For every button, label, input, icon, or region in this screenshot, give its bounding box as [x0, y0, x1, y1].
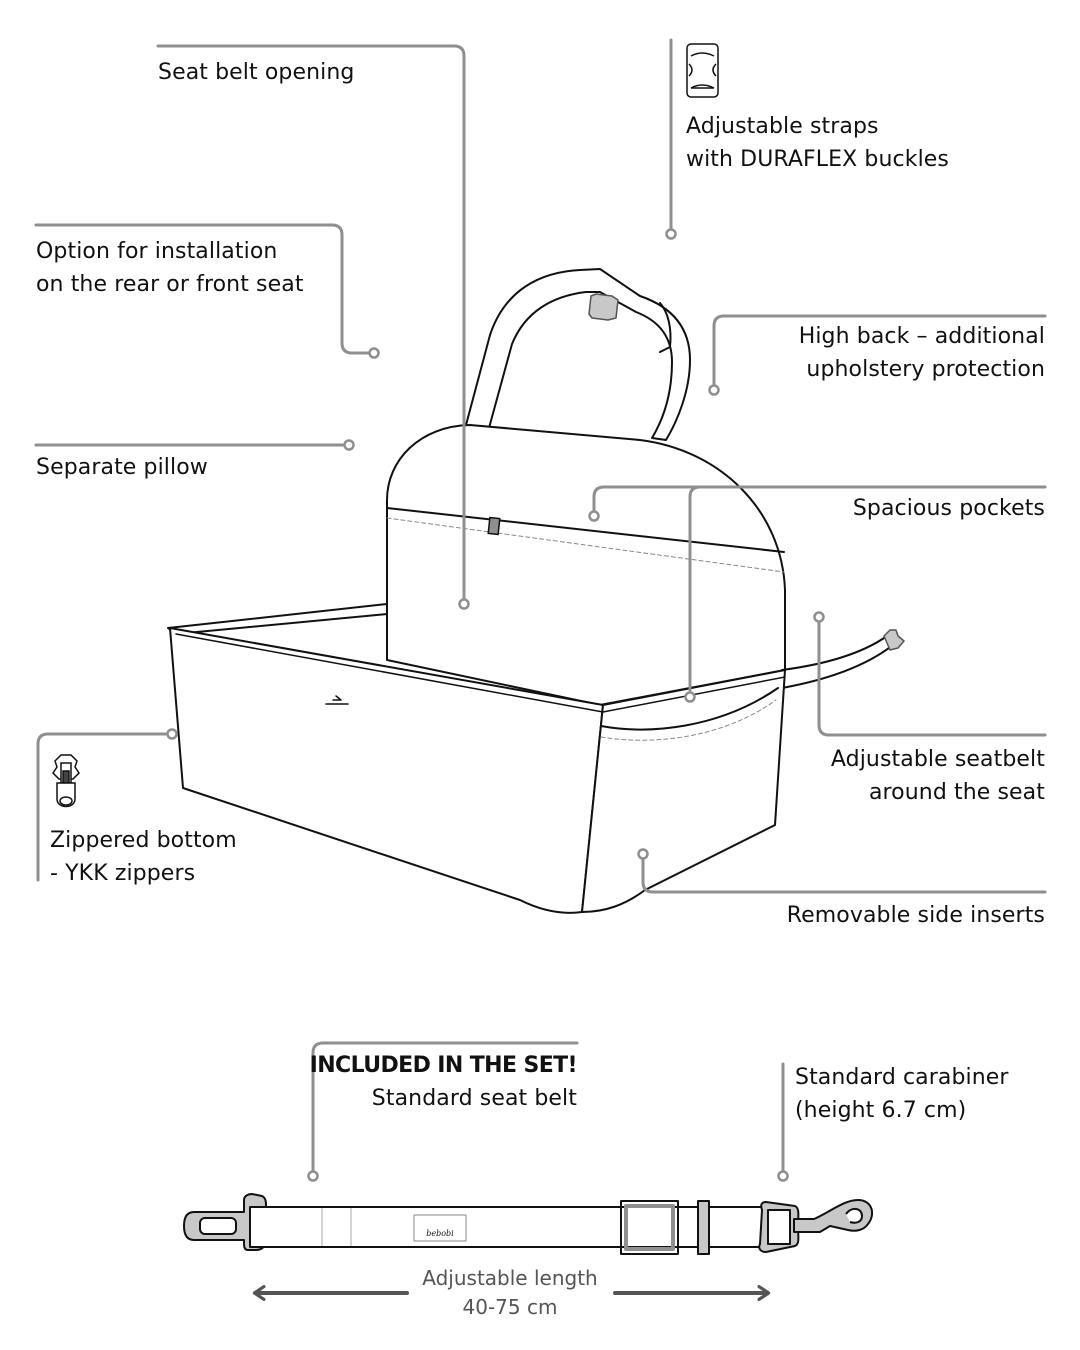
endpoint-dot: [777, 1170, 789, 1182]
callout-high-back: High back – additional upholstery protec…: [799, 320, 1045, 386]
endpoint-dot: [166, 728, 178, 740]
endpoint-dot: [343, 439, 355, 451]
callout-text: Adjustable seatbelt: [830, 747, 1045, 772]
endpoint-dot: [637, 848, 649, 860]
callout-text: Zippered bottom: [50, 828, 237, 853]
endpoint-dot: [458, 598, 470, 610]
leader-adjustable-seatbelt: [817, 621, 1047, 737]
callout-text: Option for installation: [36, 239, 278, 264]
leader-spacious-pockets-branch: [592, 485, 702, 512]
callout-separate-pillow: Separate pillow: [36, 451, 208, 484]
callout-text: Adjustable straps: [686, 114, 879, 139]
callout-seat-belt-opening: Seat belt opening: [158, 56, 354, 89]
included-heading: INCLUDED IN THE SET!: [309, 1053, 578, 1078]
endpoint-dot: [588, 510, 600, 522]
endpoint-dot: [665, 228, 677, 240]
callout-spacious-pockets: Spacious pockets: [853, 492, 1045, 525]
callout-adjustable-straps: Adjustable straps with DURAFLEX buckles: [686, 110, 949, 176]
endpoint-dot: [307, 1170, 319, 1182]
back-cushion: [386, 424, 786, 706]
callout-text: (height 6.7 cm): [795, 1098, 967, 1123]
callout-text: Standard seat belt: [371, 1086, 577, 1111]
top-strap: [465, 268, 691, 441]
callout-text: Standard carabiner: [795, 1065, 1009, 1090]
adjustable-length-label: Adjustable length 40-75 cm: [410, 1264, 610, 1322]
callout-text: Seat belt opening: [158, 60, 355, 85]
belt-strap: [249, 1206, 773, 1248]
leader-included-belt: [311, 1041, 579, 1172]
callout-text: around the seat: [868, 780, 1045, 805]
callout-text: Separate pillow: [36, 455, 208, 480]
zipper-icon: [52, 754, 80, 808]
pocket-tab: [487, 516, 501, 536]
callout-text: High back – additional: [798, 324, 1045, 349]
measure-range: 40-75 cm: [462, 1295, 558, 1319]
buckle-icon: [686, 43, 719, 98]
belt-slider: [620, 1200, 679, 1255]
endpoint-dot: [813, 611, 825, 623]
callout-adjustable-seatbelt: Adjustable seatbelt around the seat: [831, 743, 1045, 809]
leader-zippered-bottom: [36, 732, 168, 882]
callout-zippered-bottom: Zippered bottom - YKK zippers: [50, 824, 237, 890]
callout-text: upholstery protection: [806, 357, 1045, 382]
strap-buckle: [588, 293, 619, 321]
callout-text: Removable side inserts: [786, 903, 1045, 928]
callout-included-belt: INCLUDED IN THE SET! Standard seat belt: [309, 1049, 578, 1115]
side-strap-buckle: [883, 629, 905, 651]
callout-removable-inserts: Removable side inserts: [787, 899, 1045, 932]
leader-removable-inserts: [641, 858, 1047, 894]
leader-endpoints: [166, 228, 825, 1182]
measure-text: Adjustable length: [422, 1266, 598, 1290]
right-wall: [581, 669, 786, 913]
leader-high-back: [712, 314, 1047, 386]
leader-seat-belt-opening: [156, 44, 466, 600]
front-logo-mark: [325, 695, 349, 705]
carabiner-hook: [793, 1199, 874, 1233]
callout-text: - YKK zippers: [50, 861, 196, 886]
endpoint-dot: [684, 691, 696, 703]
callout-text: on the rear or front seat: [36, 272, 304, 297]
belt-keeper: [697, 1200, 710, 1255]
seat-belt-drawing: [183, 1193, 874, 1255]
callout-installation-option: Option for installation on the rear or f…: [36, 235, 304, 301]
leader-installation-option: [34, 223, 370, 355]
callout-text: with DURAFLEX buckles: [686, 147, 949, 172]
callout-text: Spacious pockets: [852, 496, 1045, 521]
endpoint-dot: [708, 384, 720, 396]
belt-logo-patch: [413, 1214, 467, 1242]
leader-lines: [34, 38, 1047, 1172]
callout-carabiner: Standard carabiner (height 6.7 cm): [795, 1061, 1009, 1127]
belt-logo-text: bebobi: [426, 1229, 454, 1238]
car-seat-drawing: [167, 268, 905, 914]
endpoint-dot: [368, 347, 380, 359]
side-seatbelt-strap: [781, 629, 905, 689]
